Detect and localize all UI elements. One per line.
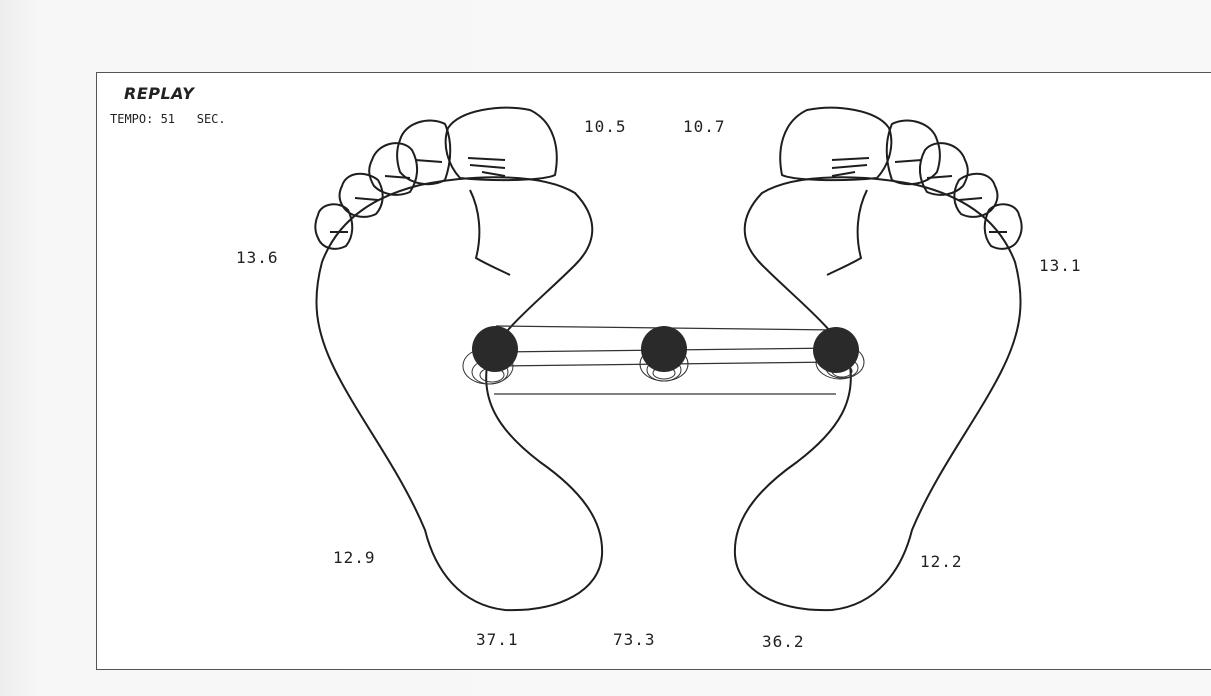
left-arch-curve: [470, 190, 510, 275]
right-toe-line-1: [895, 160, 922, 162]
left-outer-value: 13.6: [236, 248, 279, 267]
right-crease-3: [832, 172, 855, 176]
left-crease-1: [468, 158, 505, 160]
right-toe-value: 10.7: [683, 117, 726, 136]
right-crease-2: [832, 165, 867, 168]
left-foot: [315, 108, 602, 610]
left-big-toe: [446, 108, 557, 180]
right-outer-value: 13.1: [1039, 256, 1082, 275]
left-heel-value: 12.9: [333, 548, 376, 567]
left-crease-3: [482, 172, 505, 176]
center-total-value: 73.3: [613, 630, 656, 649]
right-foot: [735, 108, 1022, 610]
right-arch-curve: [827, 190, 867, 275]
left-pressure-marker: [472, 326, 518, 372]
right-toe-line-2: [927, 176, 952, 178]
left-toe-line-3: [355, 198, 378, 200]
right-total-value: 36.2: [762, 632, 805, 651]
left-toe-2: [397, 121, 450, 185]
right-crease-1: [832, 158, 869, 160]
right-toe-2: [887, 121, 940, 185]
left-total-value: 37.1: [476, 630, 519, 649]
left-toe-value: 10.5: [584, 117, 627, 136]
left-toe-line-1: [415, 160, 442, 162]
right-pressure-marker: [813, 327, 859, 373]
right-heel-value: 12.2: [920, 552, 963, 571]
left-crease-2: [470, 165, 505, 168]
left-toe-line-2: [385, 176, 410, 178]
right-toe-line-3: [959, 198, 982, 200]
center-pressure-marker: [641, 326, 687, 372]
right-big-toe: [780, 108, 891, 180]
